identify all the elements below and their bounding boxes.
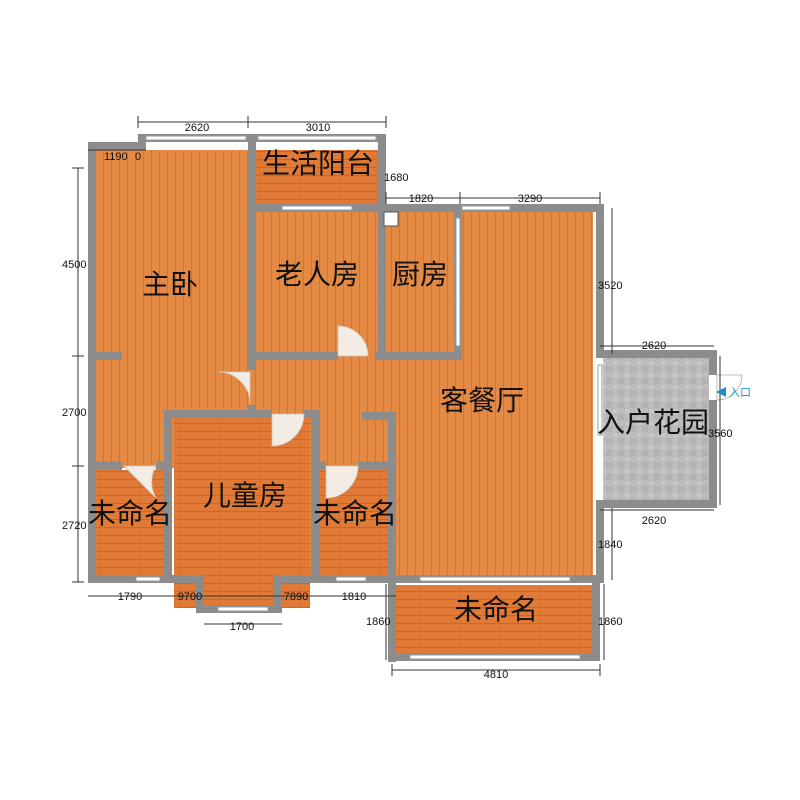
dim-left-2: 2700 bbox=[62, 407, 86, 419]
dim-balcony-right: 1680 bbox=[384, 172, 408, 184]
dim-bottom-1700: 1700 bbox=[230, 621, 254, 633]
dim-bottom-7890: 7890 bbox=[284, 591, 308, 603]
dim-right-2: 1840 bbox=[598, 539, 622, 551]
dim-top-2: 3010 bbox=[306, 122, 330, 134]
floor-entry-garden bbox=[603, 358, 709, 500]
door-swing-entry bbox=[716, 374, 743, 401]
dim-bottom-room-width: 4810 bbox=[484, 669, 508, 681]
fixture-square bbox=[383, 211, 399, 227]
room-kitchen: 厨房 bbox=[392, 258, 448, 291]
floor-unnamed-bottom bbox=[396, 585, 592, 653]
door-swings bbox=[123, 325, 743, 499]
dim-living-top: 3290 bbox=[518, 193, 542, 205]
room-labels: 主卧 生活阳台 老人房 厨房 客餐厅 入户花园 儿童房 未命名 未命名 未命名 bbox=[88, 147, 709, 626]
dim-top-small-suffix: 0 bbox=[135, 151, 141, 163]
dimension-lines bbox=[72, 116, 721, 676]
dimension-labels: 2620 3010 1190 0 1680 1820 3290 4500 270… bbox=[62, 122, 732, 681]
room-entry-garden: 入户花园 bbox=[597, 406, 709, 439]
windows bbox=[135, 135, 603, 660]
room-living-dining: 客餐厅 bbox=[440, 384, 524, 417]
room-balcony: 生活阳台 bbox=[262, 147, 374, 180]
dim-left-3: 2720 bbox=[62, 520, 86, 532]
room-master-bedroom: 主卧 bbox=[142, 268, 198, 301]
entrance-label: 入口 bbox=[729, 387, 751, 399]
dim-garden-top: 2620 bbox=[642, 340, 666, 352]
dim-top-1: 2620 bbox=[185, 122, 209, 134]
dim-bottom-1810: 1810 bbox=[342, 591, 366, 603]
door-swing-unnamed-mid bbox=[325, 465, 359, 499]
dim-bottom-left: 1790 bbox=[118, 591, 142, 603]
dim-bottom-room-left: 1860 bbox=[366, 616, 390, 628]
dim-garden-bottom: 2620 bbox=[642, 515, 666, 527]
door-swing-master bbox=[217, 371, 251, 405]
floor-balcony bbox=[256, 150, 378, 205]
floor-unnamed-left bbox=[96, 470, 166, 575]
dim-bottom-room-right: 1860 bbox=[598, 616, 622, 628]
dim-left-1: 4500 bbox=[62, 259, 86, 271]
dim-kitchen-top: 1820 bbox=[409, 193, 433, 205]
dim-right-1: 3520 bbox=[598, 280, 622, 292]
dim-top-small: 1190 bbox=[104, 151, 128, 163]
room-kids: 儿童房 bbox=[203, 479, 287, 512]
door-swing-unnamed-left bbox=[123, 465, 157, 499]
room-elder: 老人房 bbox=[275, 258, 359, 291]
door-swing-elder bbox=[337, 325, 369, 357]
room-unnamed-bottom: 未命名 bbox=[454, 593, 538, 626]
entrance-marker: 入口 bbox=[716, 387, 751, 399]
dim-garden-right: 3560 bbox=[708, 428, 732, 440]
room-unnamed-mid: 未命名 bbox=[313, 497, 397, 530]
room-unnamed-left: 未命名 bbox=[88, 497, 172, 530]
door-swing-kids bbox=[271, 413, 305, 447]
dim-bottom-9700: 9700 bbox=[178, 591, 202, 603]
triangle-left-icon bbox=[716, 387, 726, 397]
